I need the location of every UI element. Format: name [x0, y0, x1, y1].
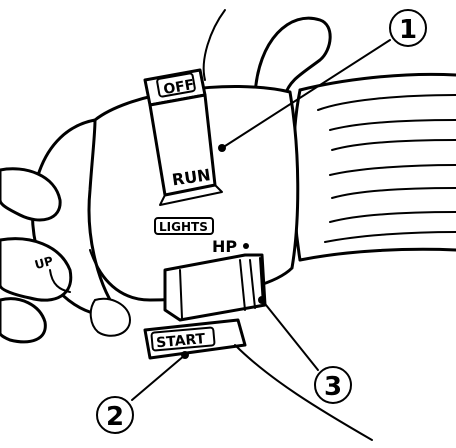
callout-2-circle	[96, 396, 134, 434]
control-cable	[202, 9, 332, 97]
rider-hand: UP	[0, 167, 131, 344]
engine-stop-switch: OFF RUN	[143, 68, 223, 206]
callout-2-number: 2	[106, 402, 124, 432]
lights-label: LIGHTS	[159, 220, 208, 234]
off-label: OFF	[162, 77, 195, 98]
finger-text: UP	[33, 254, 55, 272]
callout-1-leader	[221, 39, 391, 149]
hp-indicator-dot	[243, 243, 249, 249]
callout-2-leader	[131, 354, 186, 401]
callout-3-leader	[261, 299, 319, 371]
callout-2: 2	[96, 351, 189, 434]
start-label: START	[156, 331, 207, 351]
callout-3-circle	[314, 366, 352, 404]
callout-1-number: 1	[399, 15, 417, 45]
callout-1-circle	[389, 9, 427, 47]
callout-3: 3	[258, 296, 352, 404]
callout-3-number: 3	[324, 372, 342, 402]
hp-label: HP	[212, 237, 237, 256]
callout-1: 1	[218, 9, 427, 152]
wire	[234, 344, 373, 441]
handlebar-grip	[291, 72, 456, 262]
start-button: START	[143, 318, 247, 360]
light-switch-block	[163, 253, 267, 322]
lights-label-group: LIGHTS HP	[154, 217, 249, 256]
